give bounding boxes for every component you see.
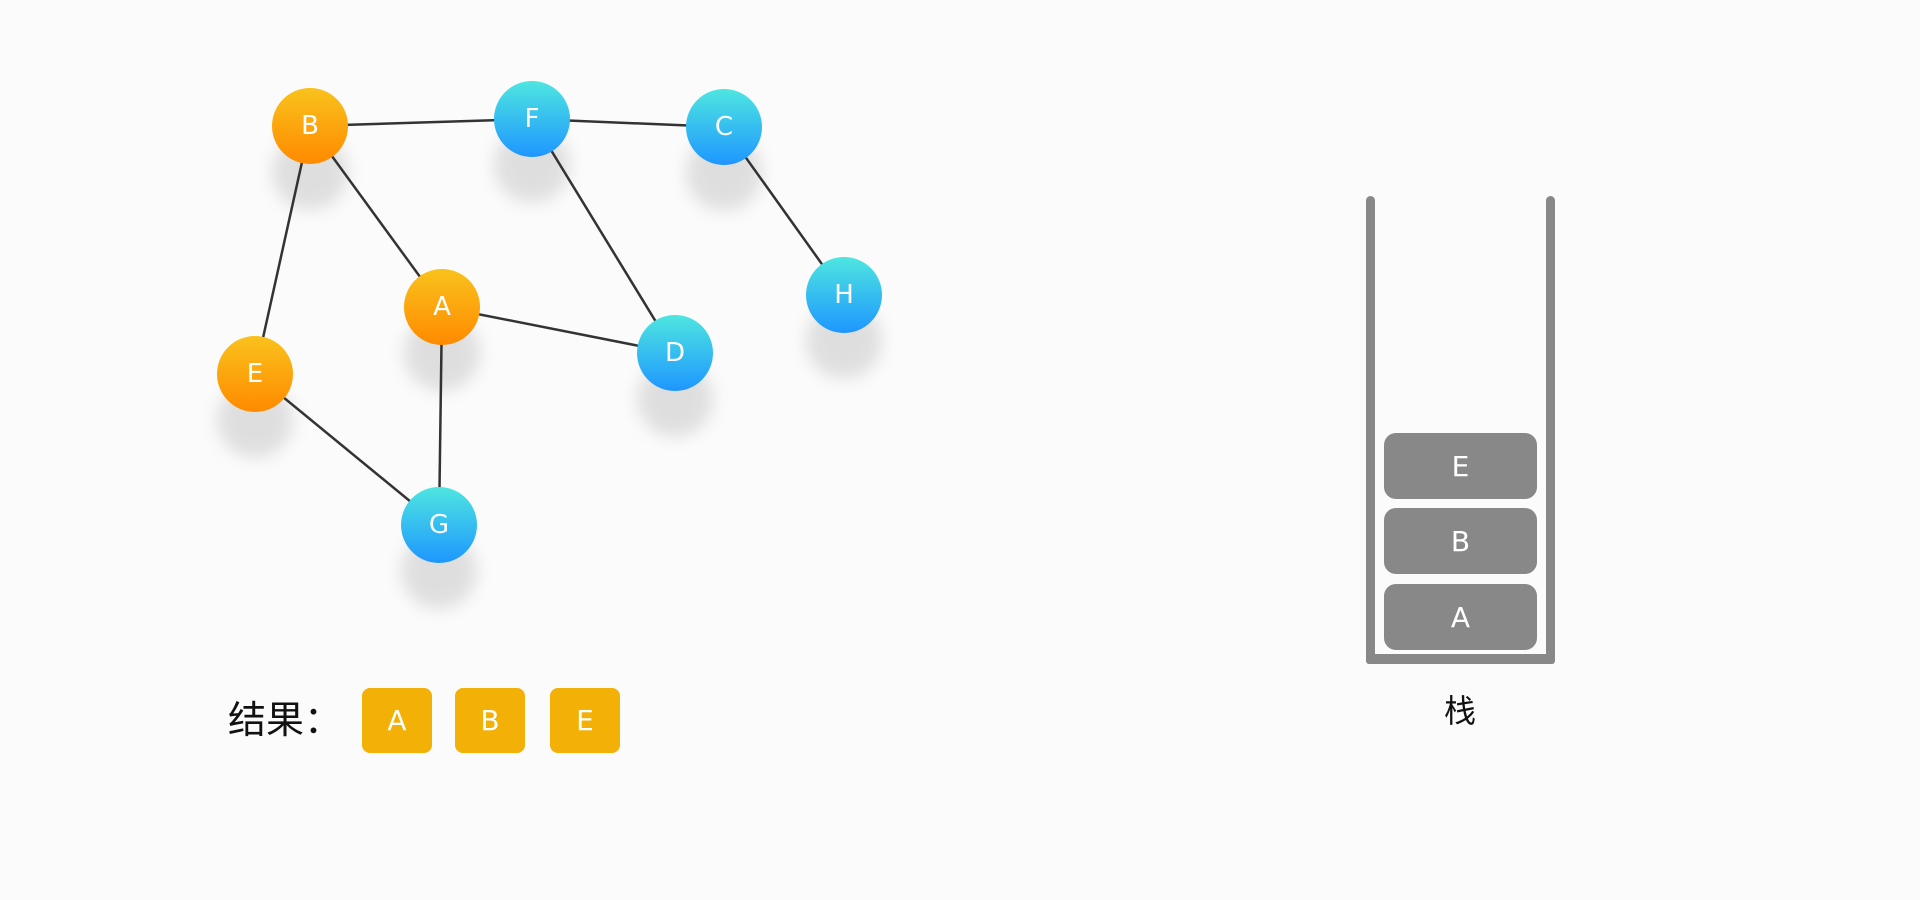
node-b: B <box>272 88 348 164</box>
node-h: H <box>806 257 882 333</box>
node-f: F <box>494 81 570 157</box>
stack-left-wall <box>1366 196 1375 664</box>
node-label-d: D <box>665 338 685 368</box>
node-circle-b <box>272 88 348 164</box>
node-d: D <box>637 315 713 391</box>
edge-b-e <box>253 125 312 375</box>
result-item-e: E <box>550 688 620 753</box>
node-circle-d <box>637 315 713 391</box>
stack-right-wall <box>1546 196 1555 664</box>
node-label-h: H <box>834 280 854 310</box>
node-label-b: B <box>301 111 319 141</box>
node-label-c: C <box>715 112 733 142</box>
result-label: 结果： <box>228 698 343 742</box>
edge-f-d <box>530 118 677 354</box>
node-label-e: E <box>247 359 263 389</box>
stack-item-e: E <box>1384 433 1537 499</box>
node-circle-f <box>494 81 570 157</box>
node-label-a: A <box>433 292 451 322</box>
node-g: G <box>401 487 477 563</box>
node-circle-h <box>806 257 882 333</box>
stack-caption: 栈 <box>1443 692 1476 730</box>
node-circle-g <box>401 487 477 563</box>
node-a: A <box>404 269 480 345</box>
node-circle-c <box>686 89 762 165</box>
edge-e-g <box>254 373 440 526</box>
edge-a-d <box>441 305 676 355</box>
node-shadows <box>217 127 882 609</box>
stack-bottom-wall <box>1366 654 1555 664</box>
graph-nodes: B F C A H E D G <box>217 81 882 563</box>
node-label-f: F <box>525 104 540 134</box>
result-item-b: B <box>455 688 525 753</box>
node-c: C <box>686 89 762 165</box>
node-circle-a <box>404 269 480 345</box>
node-circle-e <box>217 336 293 412</box>
node-label-g: G <box>429 510 449 540</box>
stack-item-b: B <box>1384 508 1537 574</box>
stack-item-a: A <box>1384 584 1537 650</box>
node-e: E <box>217 336 293 412</box>
result-item-a: A <box>362 688 432 753</box>
